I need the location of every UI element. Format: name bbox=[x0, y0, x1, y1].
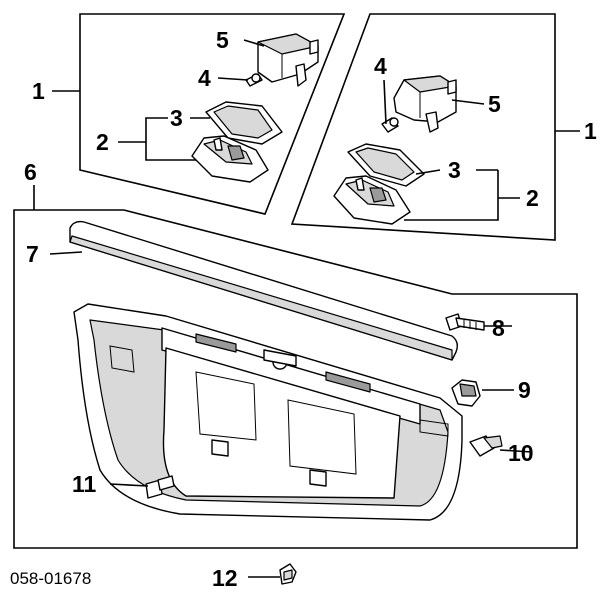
right-light-inset: 4 5 3 2 1 bbox=[290, 13, 597, 241]
callout-left-assembly: 1 bbox=[32, 78, 45, 104]
right-inset-frame bbox=[290, 13, 556, 241]
callout-left-housing: 2 bbox=[96, 129, 109, 155]
left-socket-part bbox=[257, 33, 319, 87]
left-inset-frame bbox=[79, 13, 346, 215]
garnish-panel-part bbox=[73, 303, 463, 521]
callout-left-lens: 3 bbox=[170, 105, 183, 131]
callout-right-housing: 2 bbox=[526, 185, 539, 211]
molding-part bbox=[69, 220, 459, 361]
callout-right-socket: 5 bbox=[488, 91, 501, 117]
callout-grommet: 10 bbox=[508, 440, 534, 466]
fastener-part bbox=[145, 475, 175, 499]
clip-part bbox=[451, 379, 481, 407]
callout-molding: 7 bbox=[26, 241, 39, 267]
left-bulb-part bbox=[245, 73, 263, 87]
callout-garnish-assembly: 6 bbox=[24, 159, 37, 185]
screw-part bbox=[445, 313, 485, 331]
callout-right-assembly: 1 bbox=[584, 118, 597, 144]
callout-left-socket: 5 bbox=[216, 27, 229, 53]
left-lens-part bbox=[205, 101, 283, 145]
left-light-inset: 5 4 3 2 1 bbox=[32, 13, 346, 215]
callout-fastener: 11 bbox=[72, 471, 97, 497]
callout-nut: 12 bbox=[212, 565, 238, 591]
right-lens-part bbox=[347, 143, 425, 187]
right-bulb-part bbox=[381, 117, 399, 133]
diagram-code: 058-01678 bbox=[10, 569, 91, 588]
callout-screw: 8 bbox=[492, 315, 505, 341]
garnish-frame bbox=[13, 209, 578, 549]
nut-part bbox=[279, 563, 297, 585]
grommet-part bbox=[469, 435, 503, 457]
left-housing-part bbox=[191, 135, 269, 183]
right-housing-part bbox=[333, 175, 411, 225]
callout-left-bulb: 4 bbox=[198, 65, 211, 91]
callout-right-bulb: 4 bbox=[374, 53, 387, 79]
right-socket-part bbox=[393, 75, 457, 133]
callout-right-lens: 3 bbox=[448, 157, 461, 183]
garnish-assembly: 6 7 bbox=[13, 159, 578, 549]
callout-clip: 9 bbox=[518, 377, 531, 403]
